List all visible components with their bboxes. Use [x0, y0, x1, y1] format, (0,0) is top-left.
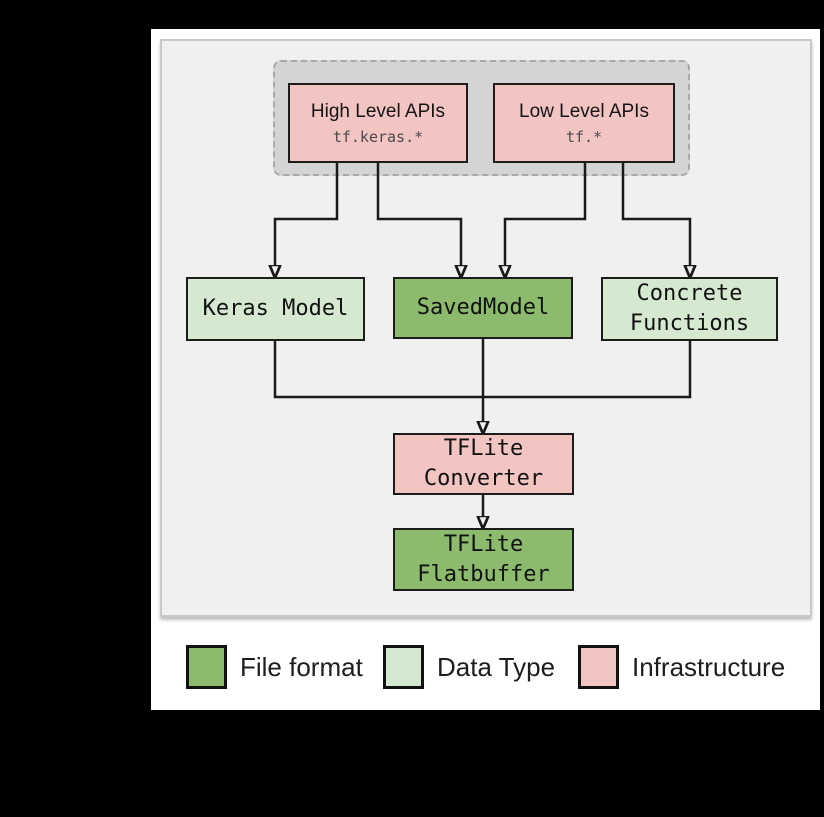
- low-level-apis-code: tf.*: [565, 128, 603, 146]
- low-level-apis-title: Low Level APIs: [519, 101, 649, 122]
- tflite-flatbuffer-label: TFLite Flatbuffer: [417, 531, 550, 587]
- legend-item-infrastructure: Infrastructure: [578, 645, 785, 689]
- legend-label-infrastructure: Infrastructure: [632, 651, 786, 682]
- saved-model-label: SavedModel: [416, 295, 550, 320]
- legend-swatch-infrastructure: [578, 645, 619, 689]
- node-concrete-functions: Concrete Functions: [601, 277, 778, 341]
- concrete-functions-label: Concrete Functions: [629, 281, 750, 336]
- legend-item-data-type: Data Type: [383, 645, 555, 689]
- high-level-apis-title: High Level APIs: [310, 101, 446, 122]
- tflite-converter-label: TFLite Converter: [423, 436, 544, 491]
- legend-swatch-file-format: [186, 645, 227, 689]
- legend-swatch-data-type: [383, 645, 424, 689]
- node-keras-model: Keras Model: [186, 277, 365, 341]
- node-saved-model: SavedModel: [393, 277, 573, 339]
- node-tflite-flatbuffer: TFLite Flatbuffer: [393, 528, 574, 591]
- legend-label-data-type: Data Type: [437, 651, 556, 682]
- node-low-level-apis: Low Level APIs tf.*: [493, 83, 675, 163]
- legend-label-file-format: File format: [240, 651, 363, 682]
- legend-item-file-format: File format: [186, 645, 363, 689]
- keras-model-label: Keras Model: [202, 296, 349, 321]
- high-level-apis-code: tf.keras.*: [332, 128, 424, 146]
- node-tflite-converter: TFLite Converter: [393, 433, 574, 495]
- node-high-level-apis: High Level APIs tf.keras.*: [288, 83, 468, 163]
